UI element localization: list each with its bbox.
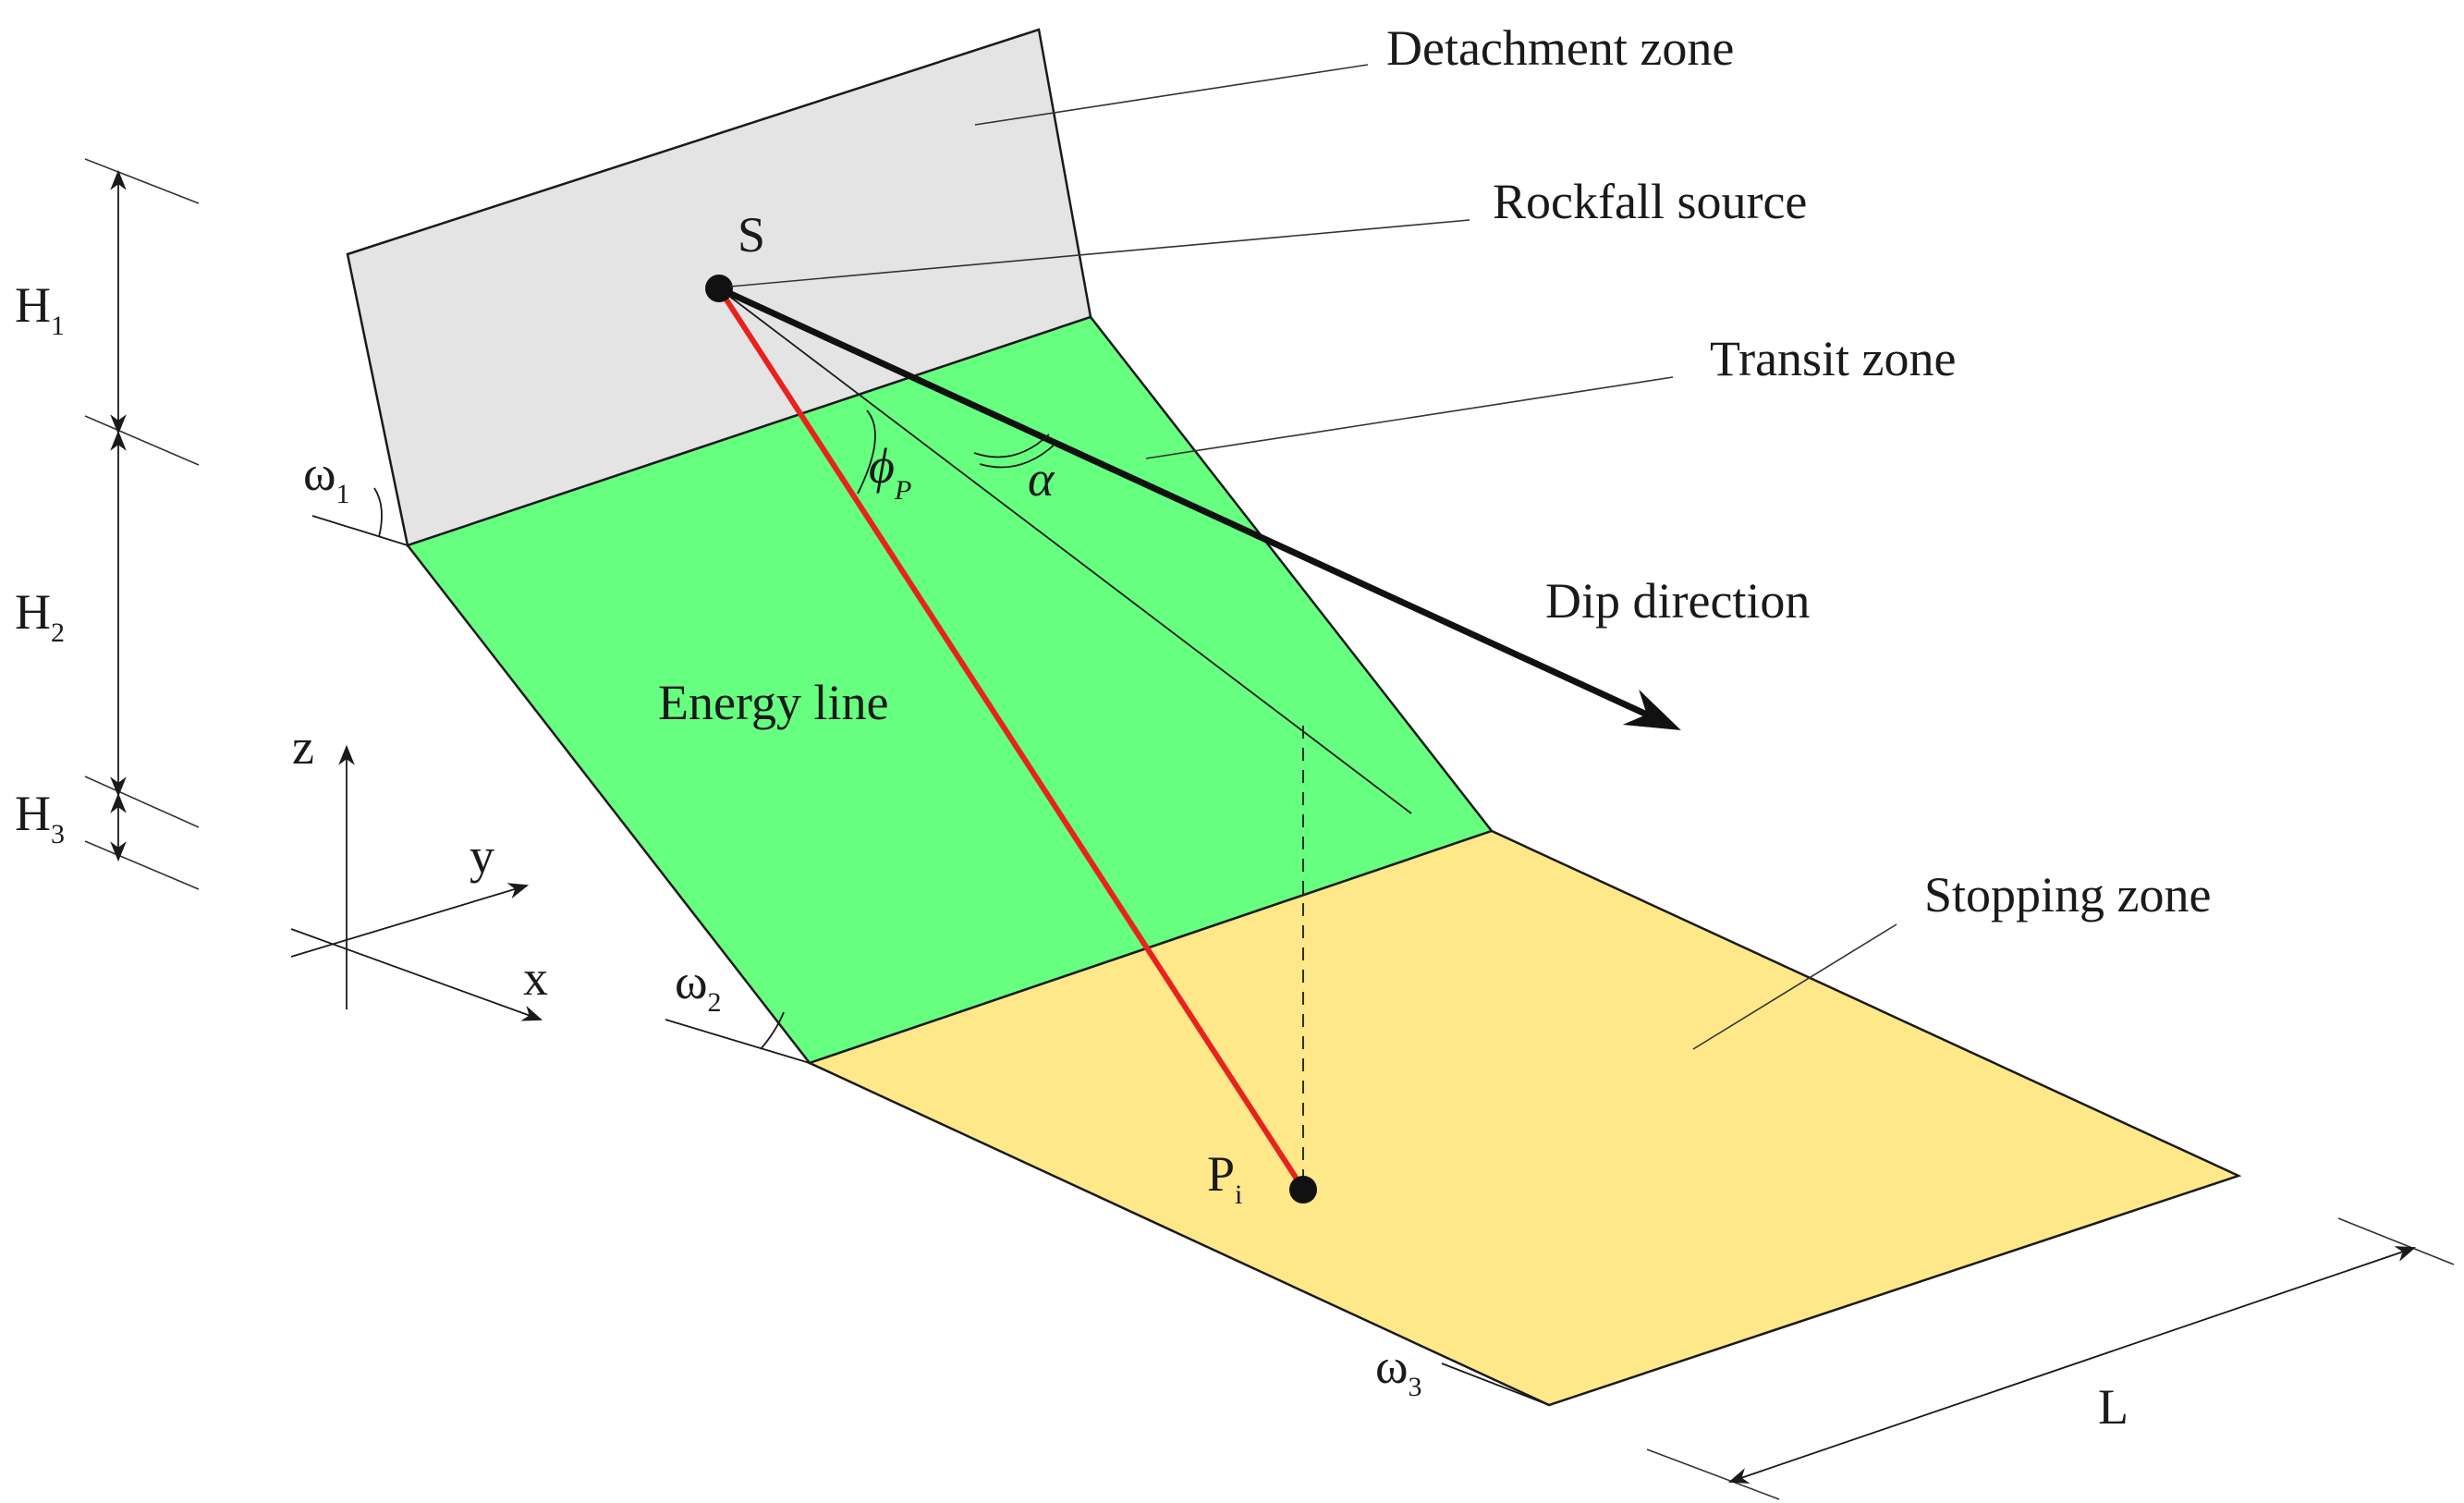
energy-line-label: Energy line	[658, 675, 888, 730]
omega3-letter: ω	[1375, 1338, 1409, 1394]
rockfall-source-leader	[729, 219, 1470, 287]
rockfall-source-point	[705, 275, 733, 302]
y-axis-label: y	[470, 828, 494, 884]
phi-subscript: P	[894, 475, 911, 506]
z-axis-label: z	[292, 719, 314, 775]
omega1-label: ω1	[303, 446, 350, 509]
alpha-label: α	[1028, 451, 1055, 507]
omega2-arc	[760, 1011, 785, 1050]
dip-direction-label: Dip direction	[1545, 573, 1810, 629]
omega2-subscript: 2	[708, 987, 722, 1018]
impact-point-subscript: i	[1235, 1179, 1242, 1210]
omega2-letter: ω	[675, 954, 708, 1009]
omega1-subscript: 1	[336, 479, 350, 509]
phi-angle-arc	[857, 409, 876, 495]
transit-zone-label: Transit zone	[1710, 331, 1957, 386]
impact-point	[1289, 1176, 1317, 1204]
h3-label: H3	[15, 786, 65, 849]
reference-line	[718, 287, 1412, 814]
detachment-leader	[974, 64, 1369, 126]
impact-point-letter: P	[1207, 1146, 1235, 1202]
dip-direction-arrow	[717, 285, 1681, 731]
omega3-base-line	[1441, 1362, 1550, 1406]
x-axis-label: x	[523, 950, 548, 1006]
alpha-angle-arc-1	[973, 434, 1050, 458]
impact-point-label: Pi	[1207, 1146, 1242, 1210]
omega1-arc	[373, 487, 383, 538]
omega3-subscript: 3	[1409, 1372, 1422, 1402]
source-point-label: S	[738, 207, 765, 263]
h2-letter: H	[15, 584, 51, 640]
h1-subscript: 1	[51, 311, 65, 341]
h-tick-2	[84, 776, 200, 828]
h3-letter: H	[15, 786, 51, 841]
omega1-base-line	[311, 515, 409, 546]
h1-label: H1	[15, 277, 65, 341]
h1-letter: H	[15, 277, 51, 333]
y-axis	[290, 883, 530, 958]
l-tick-left	[1646, 1448, 1780, 1500]
h2-subscript: 2	[51, 617, 65, 648]
l-dimension-arrow	[1727, 1246, 2417, 1484]
omega3-label: ω3	[1375, 1338, 1422, 1402]
h-tick-3	[84, 840, 200, 890]
h2-label: H2	[15, 584, 65, 648]
omega1-letter: ω	[303, 446, 336, 501]
stopping-zone-label: Stopping zone	[1924, 867, 2211, 923]
alpha-angle-arc-2	[979, 443, 1056, 469]
l-tick-right	[2337, 1217, 2455, 1265]
detachment-zone-label: Detachment zone	[1386, 20, 1734, 76]
omega2-base-line	[665, 1019, 811, 1064]
stopping-leader	[1692, 923, 1897, 1050]
phi-label: ϕP	[869, 438, 911, 506]
rockfall-source-label: Rockfall source	[1493, 174, 1807, 229]
length-label: L	[2098, 1379, 2129, 1435]
omega2-label: ω2	[675, 954, 722, 1018]
energy-line	[716, 286, 1302, 1186]
transit-leader	[1145, 376, 1674, 459]
h3-subscript: 3	[51, 819, 65, 849]
h-tick-1	[84, 415, 200, 466]
phi-letter: ϕ	[869, 438, 895, 494]
h-tick-top	[84, 158, 200, 204]
x-axis	[290, 928, 543, 1021]
